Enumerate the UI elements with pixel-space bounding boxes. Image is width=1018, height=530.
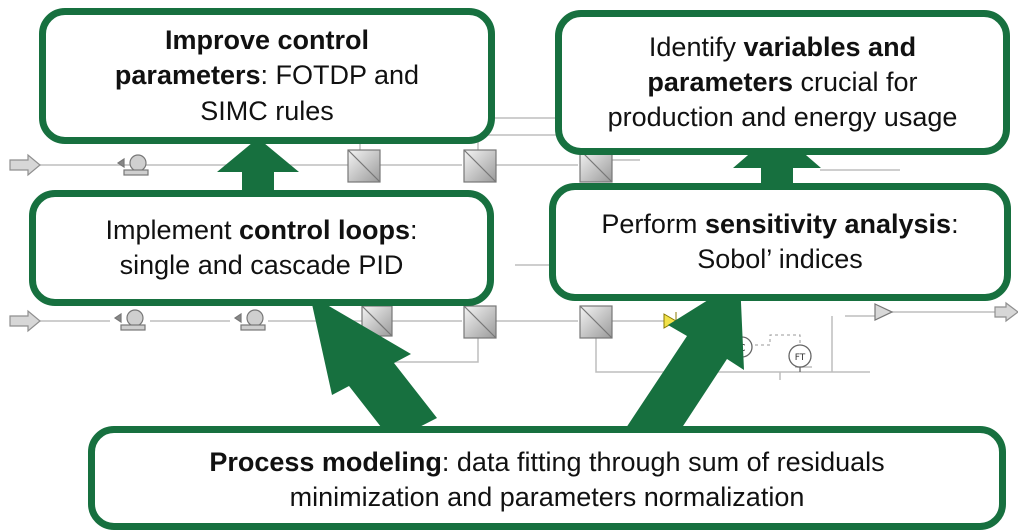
implement-control-loops-box: Implement control loops: single and casc…	[29, 190, 494, 306]
pump-icon	[113, 309, 146, 331]
improve-box-bold-keyword: parameters	[114, 60, 261, 91]
identify-variables-box: Identify variables and parameters crucia…	[555, 10, 1010, 155]
heat-exchanger-icon	[463, 149, 497, 183]
improve-box-line3: SIMC rules	[200, 95, 334, 126]
improve-box-bold-title: Improve control	[164, 25, 370, 56]
implement-box-rest: :	[410, 214, 418, 245]
mixer-icon	[874, 303, 894, 321]
green-arrow-icon	[733, 130, 821, 194]
process-box-rest: : data fitting through sum of residuals	[441, 447, 885, 477]
green-arrow-icon	[217, 138, 299, 197]
green-arrow-icon	[310, 295, 437, 441]
identify-box-rest: crucial for	[793, 66, 918, 97]
stream-arrow-icon	[994, 301, 1018, 323]
process-box-bold: Process modeling	[209, 447, 442, 477]
heat-exchanger-icon	[579, 305, 613, 339]
identify-box-bold1: variables and	[743, 31, 917, 62]
perform-box-pre: Perform	[601, 208, 705, 239]
implement-box-pre: Implement	[105, 214, 240, 245]
process-flowsheet-background: C FT	[9, 99, 1018, 452]
flow-transmitter-icon: FT	[788, 344, 812, 372]
perform-box-bold: sensitivity analysis	[704, 208, 952, 239]
identify-box-pre: Identify	[648, 31, 744, 62]
implement-box-line2: single and cascade PID	[119, 250, 404, 280]
identify-box-line3: production and energy usage	[607, 102, 958, 133]
implement-box-bold: control loops	[239, 214, 411, 245]
heat-exchanger-icon	[579, 149, 613, 183]
identify-box-bold2: parameters	[647, 66, 794, 97]
process-box-line2: minimization and parameters normalizatio…	[289, 482, 805, 513]
stream-arrow-icon	[9, 153, 41, 177]
perform-box-rest: :	[951, 208, 959, 239]
pump-icon	[233, 309, 266, 331]
svg-text:FT: FT	[795, 353, 806, 363]
process-modeling-box: Process modeling: data fitting through s…	[88, 426, 1006, 530]
improve-box-text: : FOTDP and	[260, 60, 420, 91]
heat-exchanger-icon	[347, 149, 381, 183]
heat-exchanger-icon	[463, 305, 497, 339]
improve-control-parameters-box: Improve control parameters: FOTDP and SI…	[39, 8, 495, 144]
sensitivity-analysis-box: Perform sensitivity analysis: Sobol’ ind…	[549, 183, 1011, 301]
stream-arrow-icon	[9, 309, 41, 333]
pump-icon	[116, 154, 149, 176]
perform-box-line2: Sobol’ indices	[697, 244, 863, 274]
green-arrow-icon	[626, 280, 744, 452]
